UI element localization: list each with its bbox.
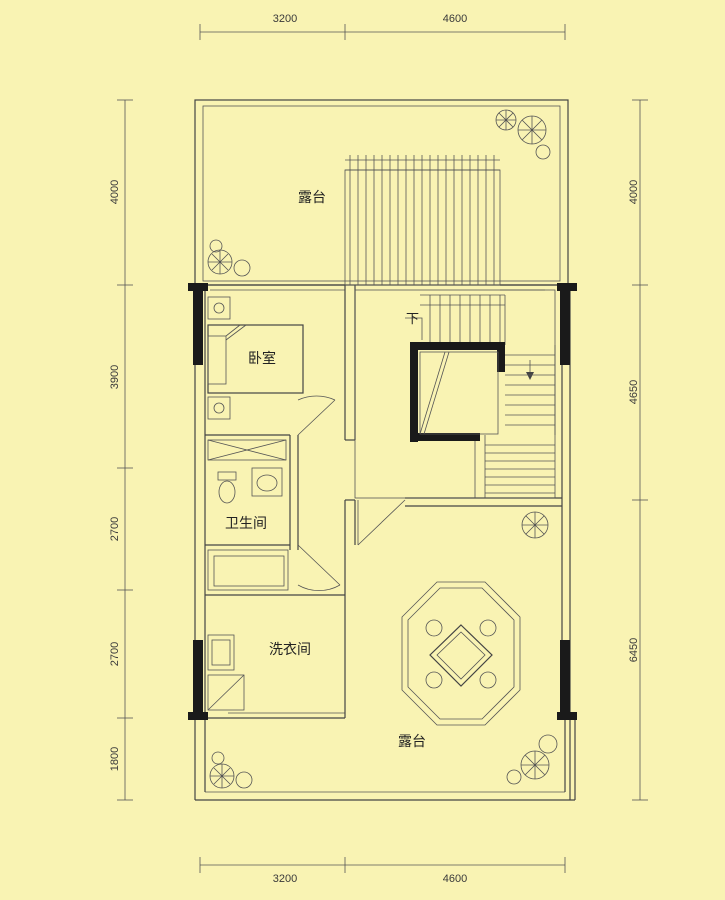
wash-basin — [251, 467, 283, 497]
dim-right-3: 6450 — [628, 638, 640, 662]
bed — [207, 324, 304, 394]
room-label-bathroom: 卫生间 — [225, 516, 267, 532]
dim-top-2: 4600 — [443, 13, 467, 25]
stair-down-label: 下 — [406, 312, 419, 327]
dim-left-5: 1800 — [109, 747, 121, 771]
nightstand-bottom — [207, 396, 231, 420]
dim-bottom-1: 3200 — [273, 873, 297, 885]
plant-terrace-right — [521, 511, 549, 539]
stair-treads — [429, 295, 555, 494]
dim-left-1: 4000 — [109, 180, 121, 204]
laundry-sink — [207, 634, 235, 671]
dim-bottom-2: 4600 — [443, 873, 467, 885]
dining-set — [401, 581, 521, 726]
plant-bottom-left — [209, 751, 253, 789]
nightstand-top — [207, 296, 231, 320]
room-label-bedroom: 卧室 — [248, 350, 276, 367]
top-dimension-line: 3200 4600 — [199, 13, 566, 40]
room-label-terrace-bottom: 露台 — [398, 734, 426, 750]
dim-right-2: 4650 — [628, 380, 640, 404]
dim-right-1: 4000 — [628, 180, 640, 204]
bathtub — [207, 549, 289, 591]
staircase: 下 — [354, 289, 556, 499]
balcony-railing — [344, 159, 501, 286]
building-outline — [194, 99, 576, 801]
wardrobe — [207, 439, 287, 461]
left-dimension-line: 4000 3900 2700 2700 1800 — [109, 99, 133, 801]
railing-bars — [349, 155, 495, 285]
room-label-laundry: 洗衣间 — [269, 642, 311, 658]
right-dimension-line: 4000 4650 6450 — [628, 99, 648, 801]
interior-walls — [205, 285, 562, 718]
plant-top-right — [495, 109, 551, 160]
room-label-terrace-top: 露台 — [298, 190, 326, 206]
washing-machine — [207, 674, 245, 711]
structural-columns — [188, 283, 577, 720]
plant-bottom-right — [506, 734, 558, 785]
plant-top-left — [207, 239, 251, 277]
bottom-dimension-line: 3200 4600 — [199, 857, 566, 885]
dim-left-4: 2700 — [109, 642, 121, 666]
dim-top-1: 3200 — [273, 13, 297, 25]
toilet — [217, 471, 237, 504]
dim-left-3: 2700 — [109, 517, 121, 541]
stair-void — [410, 342, 505, 442]
dim-left-2: 3900 — [109, 365, 121, 389]
